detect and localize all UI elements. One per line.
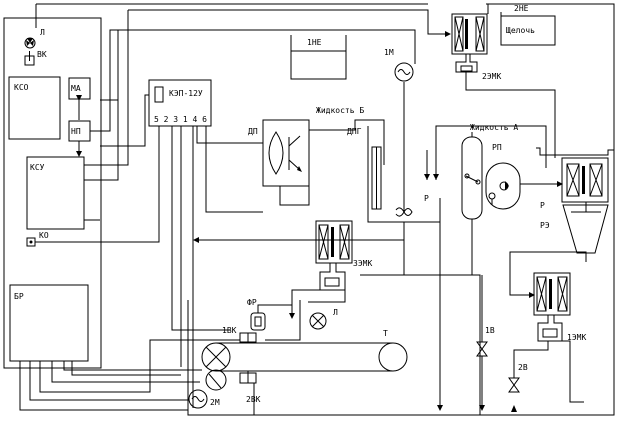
dpg-label: ДПГ <box>347 127 362 136</box>
fr-photoresistor <box>250 312 266 331</box>
br-block <box>9 284 89 362</box>
fr-label: ФР <box>247 298 257 307</box>
valve-3emk <box>315 220 353 291</box>
switch-2vk <box>239 371 257 384</box>
dp-label: ДП <box>248 127 258 136</box>
tank-1ne-label: 1НЕ <box>307 38 322 47</box>
rp-column <box>461 132 483 226</box>
motor-2m <box>188 389 208 409</box>
motor-2m-label: 2М <box>210 398 220 407</box>
p-right-label: Р <box>540 201 545 210</box>
valve-2v-label: 2В <box>518 363 528 372</box>
rp-relay <box>485 162 521 210</box>
alkali-label: Щелочь <box>506 26 535 35</box>
motor-1m-label: 1М <box>384 48 394 57</box>
lamp-label: Л <box>40 28 45 37</box>
np-label: НП <box>71 127 81 136</box>
switch-icon <box>24 51 35 66</box>
conveyor-t <box>201 342 408 391</box>
conveyor-label: Т <box>383 329 388 338</box>
manual-valve-2v <box>508 377 520 412</box>
manual-valve-1v <box>476 341 488 357</box>
alkali-tank <box>500 12 556 46</box>
kep-12u-block <box>148 79 212 127</box>
br-label: БР <box>14 292 24 301</box>
ko-label: КО <box>39 231 49 240</box>
kso-block <box>8 76 61 140</box>
left-control-panel <box>3 17 102 369</box>
valve-2emk <box>451 13 488 73</box>
vk-label: ВК <box>37 50 47 59</box>
switch-1vk <box>239 332 257 343</box>
valve-1emk-label: 1ЭМК <box>567 333 586 342</box>
valve-2emk-label: 2ЭМК <box>482 72 501 81</box>
kso-label: КСО <box>14 83 29 92</box>
ma-label: МА <box>71 84 81 93</box>
lamp-mid-label: Л <box>333 308 338 317</box>
kep-label: КЭП-12У <box>169 89 203 98</box>
kep-pins-label: 5 2 3 1 4 6 <box>154 115 207 124</box>
re-label: РЭ <box>540 221 550 230</box>
liquid-b-label: Жидкость Б <box>316 106 364 115</box>
switch-2vk-label: 2ВК <box>246 395 261 404</box>
valve-3emk-label: 3ЭМК <box>353 259 372 268</box>
valve-1emk <box>533 272 571 342</box>
motor-1m <box>394 62 414 82</box>
lamp-mid-icon <box>309 312 327 330</box>
rp-label: РП <box>492 143 502 152</box>
ksu-block <box>26 156 85 230</box>
p-left-label: Р <box>424 194 429 203</box>
wiring <box>19 3 615 416</box>
tank-1ne <box>290 35 347 80</box>
ksu-label: КСУ <box>30 163 45 172</box>
tank-2ne-label: 2НЕ <box>514 4 529 13</box>
liquid-a-label: Жидкость А <box>470 123 518 132</box>
lamp-icon <box>24 37 36 49</box>
reaction-vessel <box>367 82 441 223</box>
dp-photosensor <box>262 119 310 187</box>
re-separator <box>561 157 609 262</box>
valve-1v-label: 1В <box>485 326 495 335</box>
